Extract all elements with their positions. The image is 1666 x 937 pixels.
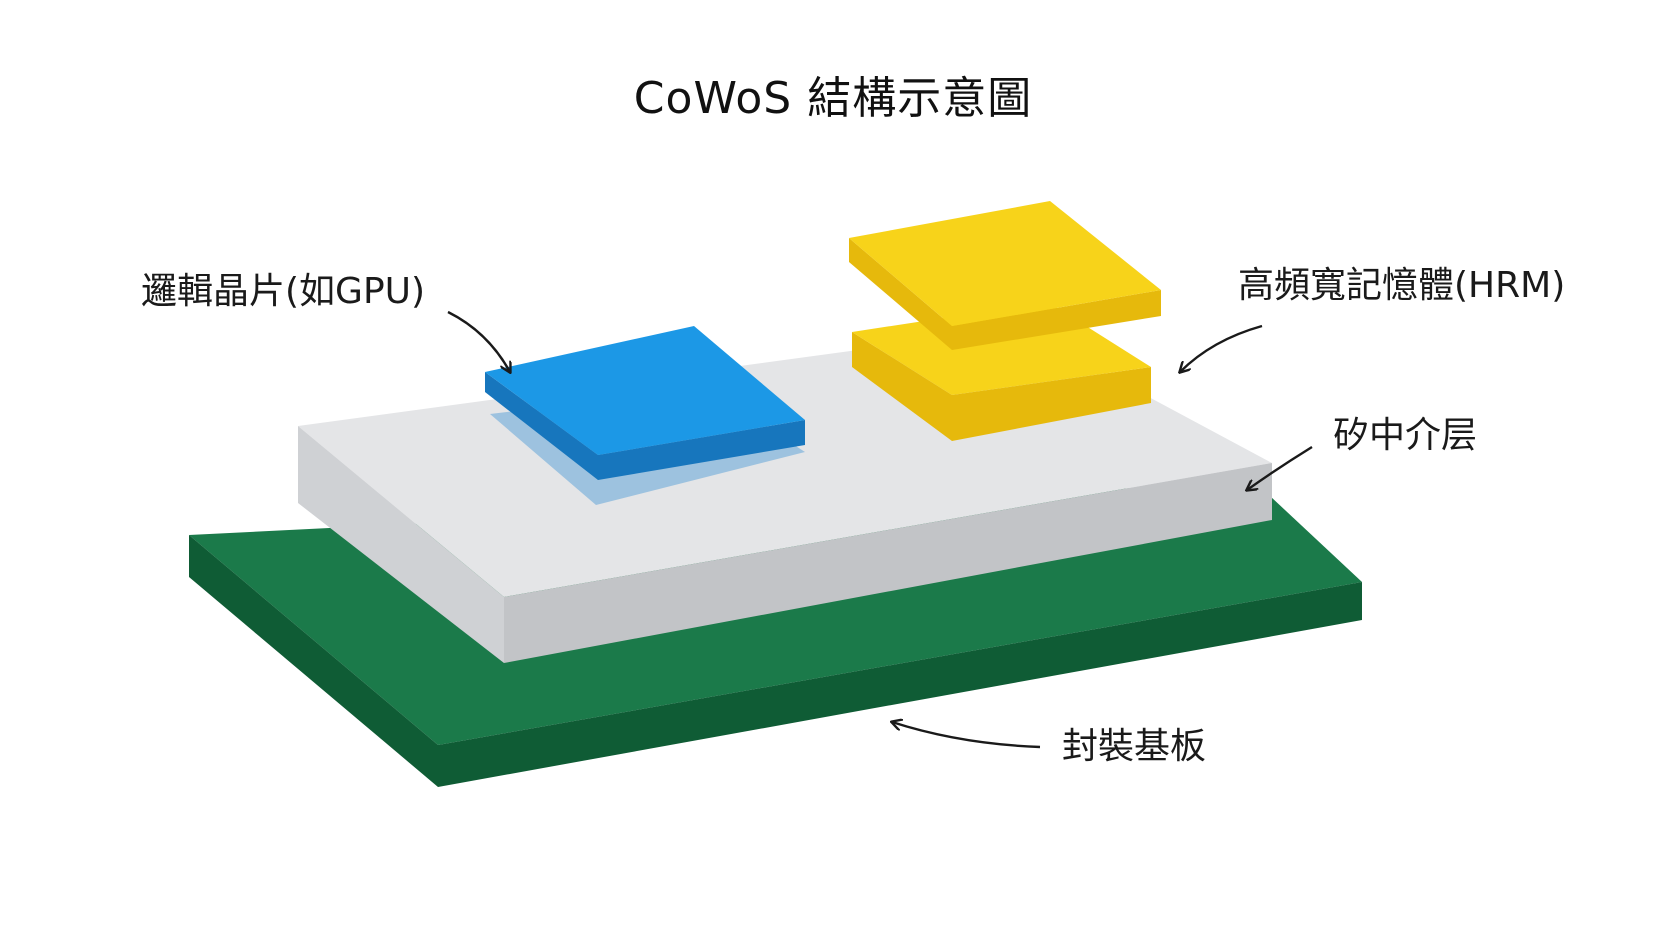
hbm-lower-front-face — [952, 367, 1151, 441]
hbm-stack — [849, 201, 1161, 441]
interposer-arrow — [1247, 445, 1313, 490]
substrate-right-face — [438, 582, 1362, 787]
logic-die-left-face — [485, 372, 598, 480]
hbm-upper-top-face — [849, 201, 1161, 326]
diagram-title: CoWoS 結構示意圖 — [633, 73, 1033, 124]
hbm-arrow — [1180, 324, 1263, 372]
hbm-lower-left-face — [852, 332, 952, 441]
logic-die-side-face — [598, 420, 805, 480]
interposer-right-face — [504, 463, 1272, 663]
substrate-label: 封裝基板 — [1062, 726, 1207, 767]
logic-die-label: 邏輯晶片(如GPU) — [141, 271, 426, 312]
hbm-upper-left-face — [849, 238, 952, 350]
hbm-upper-front-face — [952, 290, 1161, 350]
interposer-left-face — [298, 426, 504, 663]
hbm-label: 高頻寬記憶體(HRM) — [1238, 265, 1566, 306]
logic-die-top-face — [485, 326, 805, 455]
logic-die-arrow — [447, 310, 510, 372]
interposer-label: 矽中介层 — [1333, 415, 1478, 456]
substrate-arrow — [892, 722, 1041, 749]
logic-die — [485, 326, 805, 505]
substrate-left-face — [189, 535, 438, 787]
